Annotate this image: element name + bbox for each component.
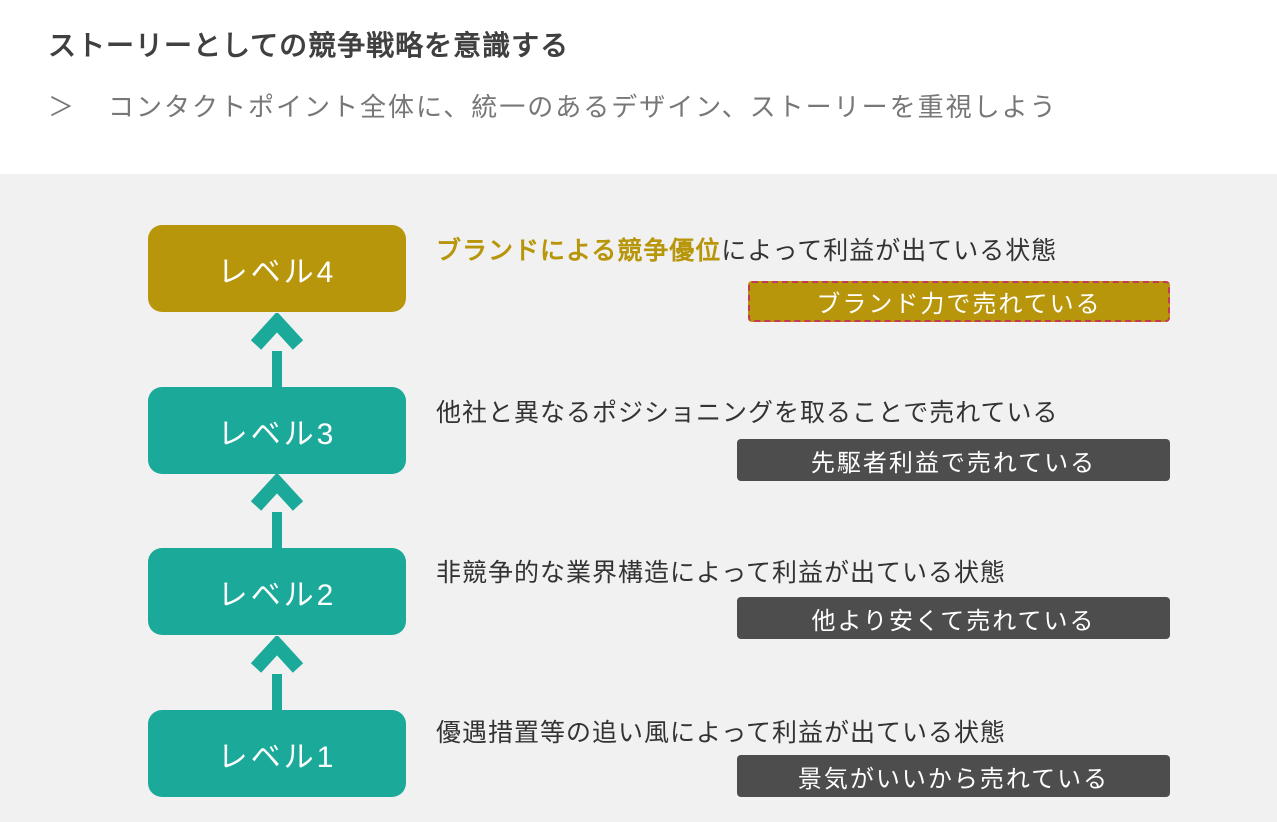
level-2-description: 非競争的な業界構造によって利益が出ている状態	[436, 553, 1006, 589]
level-1-badge: 景気がいいから売れている	[737, 755, 1170, 797]
level-1-description-text: 優遇措置等の追い風によって利益が出ている状態	[436, 719, 1007, 747]
up-arrow-icon	[250, 474, 304, 548]
up-arrow-icon	[250, 313, 304, 387]
page-title: ストーリーとしての競争戦略を意識する	[48, 30, 570, 61]
level-4-description: ブランドによる競争優位によって利益が出ている状態	[436, 231, 1057, 267]
level-3-badge: 先駆者利益で売れている	[737, 439, 1170, 481]
level-2-box: レベル2	[148, 548, 406, 635]
level-1-box: レベル1	[148, 710, 406, 797]
level-4-box: レベル4	[148, 225, 406, 312]
level-4-description-highlight: ブランドによる競争優位	[436, 237, 722, 265]
subtitle: ＞ コンタクトポイント全体に、統一のあるデザイン、ストーリーを重視しよう	[48, 87, 1058, 124]
subtitle-text: コンタクトポイント全体に、統一のあるデザイン、ストーリーを重視しよう	[108, 92, 1058, 122]
level-1-label: レベル1	[217, 740, 337, 774]
level-4-label: レベル4	[217, 255, 337, 289]
level-2-description-text: 非競争的な業界構造によって利益が出ている状態	[436, 559, 1007, 587]
level-2-label: レベル2	[217, 578, 337, 612]
level-1-description: 優遇措置等の追い風によって利益が出ている状態	[436, 713, 1006, 749]
level-4-badge-highlighted[interactable]: ブランド力で売れている	[748, 281, 1170, 322]
chevron-right-marker: ＞	[48, 92, 77, 122]
level-3-description-text: 他社と異なるポジショニングを取ることで売れている	[436, 399, 1059, 427]
level-3-box: レベル3	[148, 387, 406, 474]
level-3-label: レベル3	[217, 417, 337, 451]
level-3-description: 他社と異なるポジショニングを取ることで売れている	[436, 393, 1059, 429]
up-arrow-icon	[250, 636, 304, 710]
level-4-description-rest: によって利益が出ている状態	[721, 237, 1058, 265]
level-2-badge: 他より安くて売れている	[737, 597, 1170, 639]
